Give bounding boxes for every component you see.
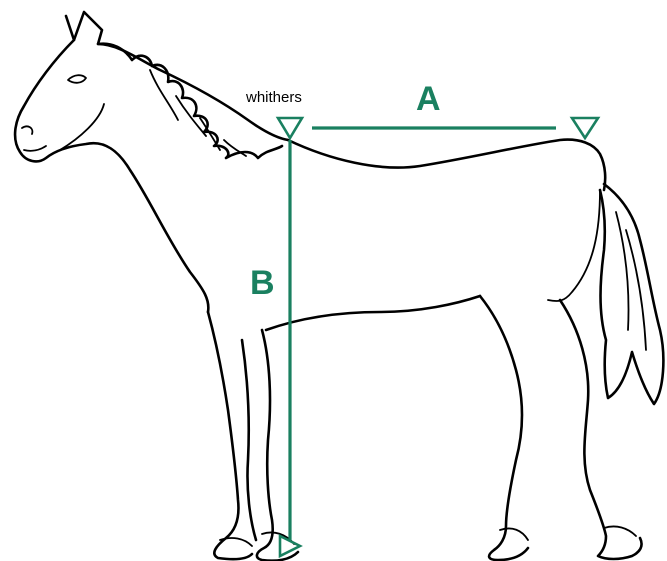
horse-tail [598, 182, 665, 406]
horse-jaw [59, 103, 105, 151]
measure-a-end-marker-icon [569, 116, 601, 141]
horse-illustration [13, 10, 665, 561]
horse-mane-strands [149, 69, 247, 157]
horse-tail-strands [615, 211, 647, 351]
horse-mane [96, 42, 284, 160]
horse-head-outline [64, 10, 290, 142]
horse-hind-leg-far [558, 298, 643, 561]
horse-nostril [21, 125, 34, 135]
measure-b-ground-marker-icon [278, 533, 303, 559]
horse-chest-outline [206, 310, 254, 561]
measure-b-label: B [250, 264, 275, 302]
horse-front-leg-far [240, 338, 258, 542]
measurement-overlay: A B whithers [245, 80, 601, 559]
horse-hind-hooves [499, 525, 637, 541]
measure-a-label: A [416, 80, 441, 118]
withers-marker-icon [275, 116, 305, 141]
horse-mouth [23, 145, 47, 152]
horse-face-outline [13, 38, 210, 314]
horse-hind-leg-near [478, 294, 530, 561]
withers-label: whithers [245, 89, 302, 106]
horse-belly-outline [264, 294, 482, 332]
horse-hind-stifle [547, 189, 601, 302]
horse-front-leg-near [255, 328, 300, 561]
horse-eye [67, 74, 87, 84]
horse-back-outline [286, 138, 607, 192]
